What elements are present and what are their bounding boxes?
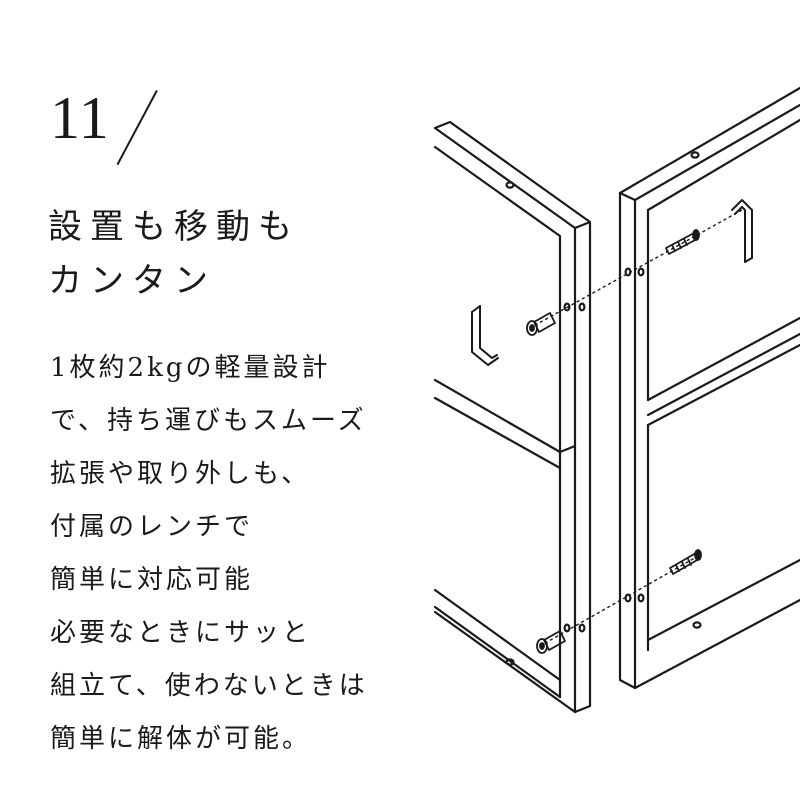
description-line: 簡単に解体が可能。 xyxy=(50,724,312,754)
feature-title-line: カンタン xyxy=(48,261,216,301)
description-line: 付属のレンチで xyxy=(50,512,254,542)
barrel-nut-icon xyxy=(536,630,566,654)
bolt-icon xyxy=(669,549,702,575)
feature-description: 1枚約2kgの軽量設計 で、持ち運びもスムーズ 拡張や取り外しも、 付属のレンチ… xyxy=(50,342,368,766)
assembly-guide-lines xyxy=(529,209,743,647)
left-frame-panel xyxy=(433,120,592,714)
description-line: 必要なときにサッと xyxy=(50,618,312,648)
hex-wrench-icon xyxy=(471,305,499,366)
description-line: 拡張や取り外しも、 xyxy=(50,459,311,489)
right-frame-panel xyxy=(618,86,800,690)
hex-wrench-icon xyxy=(731,199,753,263)
description-line: で、持ち運びもスムーズ xyxy=(50,406,367,436)
frame-assembly-illustration xyxy=(433,86,800,714)
description-line: 簡単に対応可能 xyxy=(50,565,254,595)
feature-number: 11 xyxy=(50,85,110,151)
barrel-nut-icon xyxy=(526,312,556,336)
description-line: 1枚約2kgの軽量設計 xyxy=(50,353,331,383)
feature-title: 設置も移動も カンタン xyxy=(48,200,300,308)
number-slash xyxy=(116,90,158,166)
description-line: 組立て、使わないときは xyxy=(50,671,368,701)
feature-title-line: 設置も移動も xyxy=(48,207,300,247)
bolt-icon xyxy=(665,229,700,255)
